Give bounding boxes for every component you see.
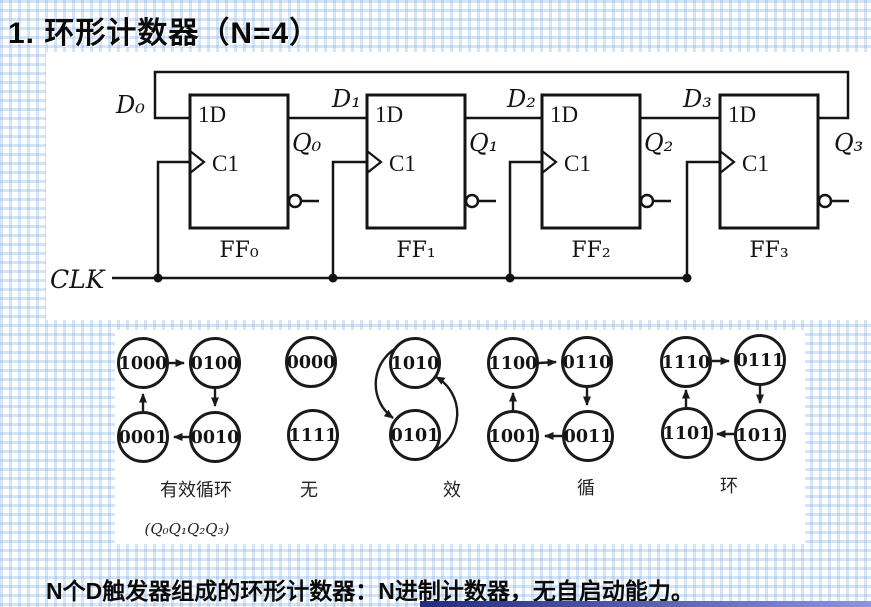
ff1-name-label: FF₁ — [396, 238, 435, 263]
flipflop-ff0: 1D C1 FF₀ — [188, 93, 303, 263]
caption-xun: 循 — [577, 478, 595, 499]
flipflop-ff2: 1D C1 FF₂ — [540, 93, 655, 263]
ff2-1d-label: 1D — [550, 102, 578, 127]
state-diagram-cycle-c: 1100 0110 0011 1001 循 — [487, 336, 614, 499]
state-1100: 1100 — [489, 354, 538, 374]
ff3-c1-label: C1 — [742, 151, 769, 176]
state-diagram-cycle-d: 1110 0111 1011 1101 环 — [660, 334, 786, 497]
bottom-accent-bar — [420, 601, 871, 607]
flipflop-ff3: 1D C1 FF₃ — [718, 93, 833, 263]
state-1101: 1101 — [663, 424, 712, 444]
caption-huan: 环 — [720, 476, 738, 497]
caption-wu: 无 — [300, 480, 318, 501]
q1-label: Q₁ — [469, 129, 498, 157]
inverted-output-bubble-icon — [817, 193, 833, 209]
transition-arrows — [139, 359, 219, 441]
caption-bit-order: (Q₀Q₁Q₂Q₃) — [145, 520, 230, 538]
caption-valid-cycle: 有效循环 — [160, 480, 232, 501]
page-title: 1. 环形计数器（N=4） — [8, 17, 321, 50]
d3-label: D₃ — [682, 85, 712, 113]
transition-arrows — [509, 358, 591, 440]
d2-label: D₂ — [506, 85, 536, 113]
clock-edge-triangle-icon — [719, 150, 736, 174]
state-0011: 0011 — [564, 427, 613, 447]
q3-label: Q₃ — [834, 129, 863, 157]
state-1111: 1111 — [289, 426, 338, 446]
ff3-1d-label: 1D — [728, 102, 756, 127]
caption-xiao: 效 — [443, 480, 461, 501]
state-1000: 1000 — [119, 354, 168, 374]
state-diagram-valid-cycle: 1000 0100 0010 0001 有效循环 (Q₀Q₁Q₂Q₃) — [117, 337, 241, 538]
d0-label: D₀ — [115, 91, 145, 119]
inverted-output-bubble-icon — [464, 193, 480, 209]
ff0-c1-label: C1 — [212, 151, 239, 176]
clock-edge-triangle-icon — [189, 150, 206, 174]
flipflop-ff1: 1D C1 FF₁ — [365, 93, 480, 263]
state-0000: 0000 — [287, 353, 336, 373]
state-diagram-two-cycle: 1010 0101 效 — [374, 337, 461, 501]
state-0100: 0100 — [191, 354, 240, 374]
state-1010: 1010 — [391, 354, 440, 374]
state-0001: 0001 — [119, 428, 168, 448]
clock-junction-dots — [153, 273, 692, 283]
state-0110: 0110 — [563, 353, 612, 373]
state-1110: 1110 — [662, 353, 711, 373]
d1-label: D₁ — [331, 85, 361, 113]
state-1001: 1001 — [489, 427, 538, 447]
ff3-name-label: FF₃ — [749, 238, 788, 263]
ff0-name-label: FF₀ — [219, 238, 259, 263]
circuit-wires — [112, 70, 850, 280]
state-diagram-self-loops: 0000 1111 无 — [285, 336, 339, 501]
ff2-name-label: FF₂ — [571, 238, 610, 263]
ff2-c1-label: C1 — [564, 151, 591, 176]
clock-edge-triangle-icon — [541, 150, 558, 174]
clk-label: CLK — [50, 265, 106, 294]
state-1011: 1011 — [736, 426, 785, 446]
state-0111: 0111 — [736, 351, 785, 371]
ff1-1d-label: 1D — [375, 102, 403, 127]
q0-label: Q₀ — [292, 129, 322, 157]
inverted-output-bubble-icon — [639, 193, 655, 209]
state-0101: 0101 — [391, 426, 440, 446]
signal-labels: D₀ D₁ D₂ D₃ Q₀ Q₁ Q₂ Q₃ CLK — [50, 85, 863, 294]
inverted-output-bubble-icon — [287, 193, 303, 209]
clock-edge-triangle-icon — [366, 150, 383, 174]
ring-counter-circuit: 1D C1 FF₀ 1D C1 FF₁ 1D C1 FF₂ — [50, 70, 863, 294]
summary-text: N个D触发器组成的环形计数器：N进制计数器，无自启动能力。 — [46, 578, 694, 604]
ff1-c1-label: C1 — [389, 151, 416, 176]
ff0-1d-label: 1D — [198, 102, 226, 127]
transition-arrows — [682, 357, 764, 438]
q2-label: Q₂ — [644, 129, 673, 157]
state-0010: 0010 — [191, 428, 240, 448]
